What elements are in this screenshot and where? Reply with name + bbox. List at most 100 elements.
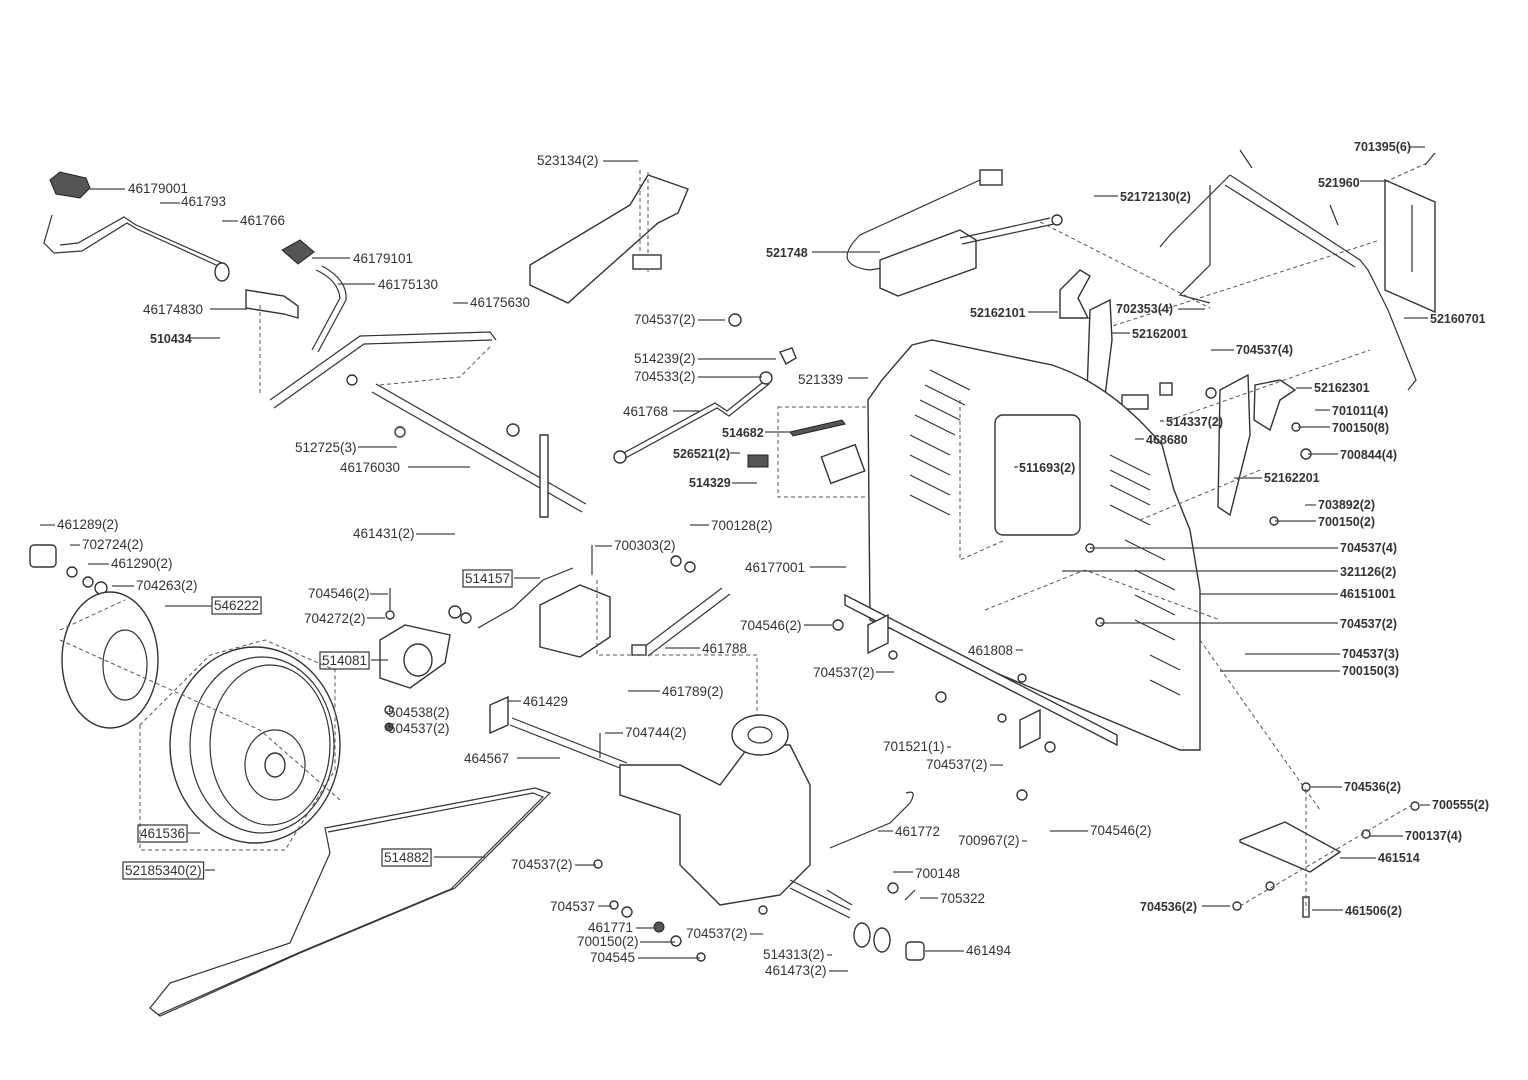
callout-52162101: 52162101 xyxy=(970,306,1058,320)
plate-461514 xyxy=(1239,821,1342,873)
part-number-label: 704537(2) xyxy=(926,757,988,772)
callout-523134(2): 523134(2) xyxy=(537,153,638,168)
belt-inner xyxy=(157,792,545,1016)
callout-46174830: 46174830 xyxy=(143,302,247,317)
switch-arm-514682 xyxy=(789,419,846,437)
part-number-label: 702353(4) xyxy=(1116,302,1173,316)
part-number-label: 514157 xyxy=(465,571,510,586)
part-number-label: 461771 xyxy=(588,920,633,935)
washer-t xyxy=(621,906,633,918)
bushing-461766 xyxy=(214,262,230,282)
tube-inner xyxy=(102,629,148,701)
part-number-label: 510434 xyxy=(150,332,192,346)
part-number-label: 461793 xyxy=(181,194,226,209)
footplate-461514 xyxy=(1199,639,1420,918)
callout-46176030: 46176030 xyxy=(340,460,470,475)
switch-468680 xyxy=(1121,394,1149,410)
part-number-label: 514081 xyxy=(322,653,367,668)
callout-704537(2): 704537(2) xyxy=(1100,617,1397,631)
callout-521748: 521748 xyxy=(766,246,880,260)
part-number-label: 46151001 xyxy=(1340,587,1396,601)
callout-701521(1): 701521(1) xyxy=(883,739,951,754)
part-number-label: 704537(3) xyxy=(1342,647,1399,661)
callout-701395(6): 701395(6) xyxy=(1354,140,1425,154)
callout-704537(2): 704537(2) xyxy=(686,926,763,941)
callout-701011(4): 701011(4) xyxy=(1315,404,1388,418)
crossbar xyxy=(844,593,1118,747)
guide-line xyxy=(1039,163,1426,331)
callout-461514: 461514 xyxy=(1340,851,1420,865)
part-number-label: 468680 xyxy=(1146,433,1188,447)
tire-tread xyxy=(189,656,335,834)
part-number-label: 704536(2) xyxy=(1140,900,1197,914)
label-box xyxy=(319,651,370,670)
tube-546222 xyxy=(61,591,159,729)
callout-46177001: 46177001 xyxy=(745,560,846,575)
washer-461473b xyxy=(873,927,891,953)
part-number-label: 700150(8) xyxy=(1332,421,1389,435)
callout-321126(2): 321126(2) xyxy=(1062,565,1396,579)
switch-kit-521339 xyxy=(747,406,872,498)
callout-461506(2): 461506(2) xyxy=(1312,904,1402,918)
rod-46175630 xyxy=(269,331,497,409)
callout-468680: 468680 xyxy=(1135,433,1188,447)
part-number-label: 46176030 xyxy=(340,460,400,475)
callout-521960: 521960 xyxy=(1318,176,1385,190)
callout-461429: 461429 xyxy=(507,694,568,709)
transaxle-housing xyxy=(619,744,811,906)
small-bracket xyxy=(632,254,662,270)
nut-704537-cb xyxy=(888,650,898,660)
pin-705322 xyxy=(904,889,916,901)
part-number-label: 514329 xyxy=(689,476,731,490)
strut-end xyxy=(631,644,647,656)
label-box xyxy=(462,569,513,588)
label-box xyxy=(381,848,432,867)
washer-461290 xyxy=(82,576,94,588)
callout-704537(2): 704537(2) xyxy=(511,857,596,872)
washer-700137b xyxy=(1265,881,1275,891)
callout-700148: 700148 xyxy=(893,866,960,881)
part-number-label: 700967(2) xyxy=(958,833,1020,848)
plate-461429 xyxy=(489,695,509,735)
callout-461473(2): 461473(2) xyxy=(765,963,848,978)
guide-line xyxy=(59,599,341,801)
callout-703892(2): 703892(2) xyxy=(1305,498,1375,512)
mount-block xyxy=(539,584,611,658)
callout-704533(2): 704533(2) xyxy=(634,369,762,384)
callout-504538(2): 504538(2) xyxy=(385,705,450,720)
callout-46175630: 46175630 xyxy=(453,295,530,310)
callout-546222: 546222 xyxy=(165,596,262,615)
callout-700150(3): 700150(3) xyxy=(1220,664,1399,678)
seat-panel-46151001 xyxy=(867,339,1371,751)
callout-704537(4): 704537(4) xyxy=(1090,541,1397,555)
callout-704537(4): 704537(4) xyxy=(1211,343,1293,357)
callout-700555(2): 700555(2) xyxy=(1420,798,1489,812)
part-number-label: 52162101 xyxy=(970,306,1026,320)
guide-line xyxy=(259,305,491,395)
callout-461289(2): 461289(2) xyxy=(40,517,119,532)
tire-tread2 xyxy=(209,664,331,826)
seat-bracket-plate xyxy=(529,174,689,304)
callout-521339: 521339 xyxy=(798,372,868,387)
actuator-cable-plug xyxy=(979,169,1003,186)
nut xyxy=(728,313,742,327)
callout-461494: 461494 xyxy=(925,943,1012,958)
part-number-label: 701395(6) xyxy=(1354,140,1411,154)
bracket-52162201 xyxy=(1217,373,1251,517)
callout-705322: 705322 xyxy=(920,891,985,906)
guide-line xyxy=(596,580,758,715)
bolt-700555 xyxy=(1410,801,1420,811)
part-number-label: 705322 xyxy=(940,891,985,906)
callout-512725(3): 512725(3) xyxy=(295,440,397,455)
part-number-label: 700555(2) xyxy=(1432,798,1489,812)
part-number-label: 703892(2) xyxy=(1318,498,1375,512)
callout-52185340(2): 52185340(2) xyxy=(122,861,215,880)
part-callouts: 4617900146179346176646179101461751304617… xyxy=(40,140,1489,978)
spacer-461494 xyxy=(905,941,925,961)
callout-52162301: 52162301 xyxy=(1296,381,1370,395)
actuator-body xyxy=(879,229,977,297)
part-number-label: 461514 xyxy=(1378,851,1420,865)
part-number-label: 514313(2) xyxy=(763,947,825,962)
callout-461536: 461536 xyxy=(137,824,200,843)
callout-46151001: 46151001 xyxy=(1200,587,1396,601)
